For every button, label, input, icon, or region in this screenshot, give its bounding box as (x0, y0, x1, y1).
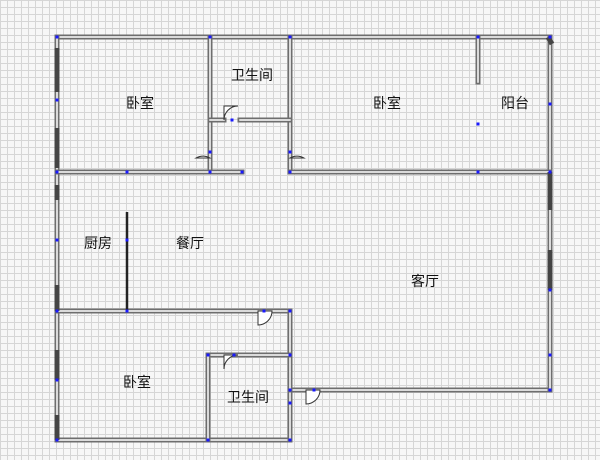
room-labels: 卧室 卫生间 卧室 阳台 厨房 餐厅 客厅 卧室 卫生间 (84, 68, 529, 406)
walls (54, 34, 553, 443)
marker-14 (476, 122, 480, 126)
room-label-bathroom-bottom: 卫生间 (227, 390, 269, 406)
room-label-bedroom-top-right: 卧室 (373, 95, 401, 112)
room-label-balcony: 阳台 (501, 96, 529, 112)
marker-1 (208, 35, 212, 39)
door-1 (288, 155, 306, 159)
marker-27 (206, 353, 210, 357)
marker-20 (230, 118, 234, 122)
door-5 (305, 389, 321, 405)
marker-12 (548, 170, 552, 174)
marker-25 (232, 353, 236, 357)
door-2 (223, 105, 239, 121)
marker-23 (262, 309, 266, 313)
marker-15 (548, 288, 552, 292)
marker-2 (288, 35, 292, 39)
marker-32 (288, 388, 292, 392)
room-label-dining: 餐厅 (176, 236, 204, 252)
room-label-living: 客厅 (411, 273, 439, 290)
markers (55, 35, 552, 442)
door-4 (223, 354, 239, 370)
marker-10 (288, 170, 292, 174)
marker-9 (240, 170, 244, 174)
marker-30 (206, 438, 210, 442)
marker-34 (548, 388, 552, 392)
room-label-bedroom-top-left: 卧室 (126, 95, 154, 112)
marker-33 (312, 388, 316, 392)
marker-36 (288, 401, 292, 405)
marker-17 (125, 238, 129, 242)
marker-29 (55, 438, 59, 442)
marker-3 (548, 35, 552, 39)
marker-16 (55, 238, 59, 242)
marker-19 (55, 309, 59, 313)
marker-11 (476, 170, 480, 174)
room-label-bathroom-top: 卫生间 (231, 68, 273, 84)
marker-18 (125, 309, 129, 313)
door-3 (257, 310, 273, 326)
marker-21 (288, 150, 292, 154)
marker-4 (476, 35, 480, 39)
marker-7 (125, 170, 129, 174)
room-label-kitchen: 厨房 (84, 236, 112, 252)
marker-6 (55, 170, 59, 174)
room-label-bedroom-bottom-left: 卧室 (123, 374, 151, 391)
marker-35 (548, 353, 552, 357)
windows (54, 35, 555, 440)
marker-31 (288, 438, 292, 442)
doors (194, 105, 321, 405)
marker-13 (548, 102, 552, 106)
marker-5 (55, 98, 59, 102)
marker-28 (55, 378, 59, 382)
marker-22 (208, 150, 212, 154)
marker-0 (55, 35, 59, 39)
marker-8 (208, 170, 212, 174)
marker-26 (288, 353, 292, 357)
marker-24 (288, 309, 292, 313)
door-0 (194, 155, 212, 159)
